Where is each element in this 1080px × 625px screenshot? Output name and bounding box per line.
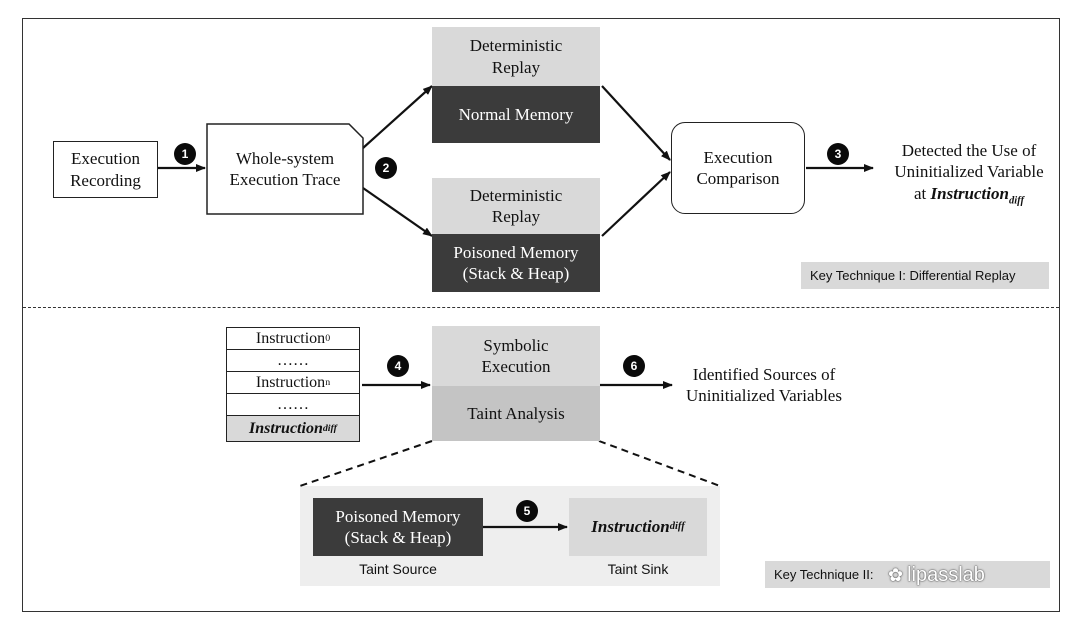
result-instruction: Instruction: [930, 183, 1009, 203]
zoom-line-left: [299, 440, 433, 487]
execution-comparison-box: Execution Comparison: [671, 122, 805, 214]
result-instruction-sub: diff: [1008, 194, 1024, 206]
instruction-row-2-text: Instruction: [255, 373, 326, 391]
replay-2-line-2: Replay: [491, 207, 541, 226]
instruction-row-0-text: Instruction: [255, 329, 326, 347]
watermark: ✿ lipasslab: [888, 560, 1048, 590]
symbolic-line-2: Execution: [481, 357, 551, 376]
taint-source-label: Taint Source: [359, 561, 437, 577]
instruction-row-3-text: ……: [277, 395, 309, 413]
result-prefix: at: [914, 183, 931, 203]
replay-2-header: Deterministic Replay: [432, 178, 600, 234]
taint-source-box: Poisoned Memory (Stack & Heap): [313, 498, 483, 556]
result-line-1: Detected the Use of: [901, 141, 1037, 160]
symbolic-execution-box: Symbolic Execution: [432, 326, 600, 386]
poisoned-memory-line-2: (Stack & Heap): [462, 264, 570, 283]
instruction-diff-sub: diff: [322, 423, 337, 434]
poisoned-memory-line-1: Poisoned Memory: [453, 242, 579, 262]
key-technique-2-caption: Key Technique II:: [765, 561, 1050, 588]
arrow-replay2-to-comparison: [601, 171, 671, 237]
comparison-line-2: Comparison: [696, 169, 780, 188]
zoom-line-right: [598, 440, 721, 487]
key-technique-1-caption: Key Technique I: Differential Replay: [801, 262, 1049, 289]
execution-trace-box: [206, 123, 364, 215]
instruction-row-0-sub: 0: [325, 333, 331, 344]
step-1-badge: 1: [174, 143, 196, 165]
taint-analysis-box: Taint Analysis: [432, 386, 600, 441]
arrow-trace-to-replay1: [362, 85, 433, 149]
diagram-frame: [22, 18, 1060, 612]
replay-1-header: Deterministic Replay: [432, 27, 600, 86]
normal-memory-label: Normal Memory: [458, 104, 574, 124]
trace-line-2: Execution Trace: [229, 170, 341, 189]
step-4-badge: 4: [387, 355, 409, 377]
comparison-line-1: Execution: [703, 147, 773, 167]
result-line-3: at Instructiondiff: [872, 183, 1066, 208]
identified-line-1: Identified Sources of: [692, 365, 836, 384]
instruction-row-1-text: ……: [277, 351, 309, 369]
instruction-diff-text: Instruction: [249, 419, 323, 437]
symbolic-line-1: Symbolic: [483, 335, 549, 355]
result-line-2: Uninitialized Variable: [894, 162, 1044, 182]
taint-analysis-label: Taint Analysis: [467, 403, 565, 423]
execution-recording-box: Execution Recording: [53, 141, 158, 198]
step-2-badge: 2: [375, 157, 397, 179]
recording-line-1: Execution: [71, 149, 140, 169]
identified-line-2: Uninitialized Variables: [686, 386, 842, 406]
taint-source-line-2: (Stack & Heap): [344, 528, 452, 547]
poisoned-memory-box: Poisoned Memory (Stack & Heap): [432, 234, 600, 292]
step-3-badge: 3: [827, 143, 849, 165]
caption-2-text: Key Technique II:: [774, 567, 874, 582]
instruction-row-3: ……: [227, 394, 359, 416]
normal-memory-box: Normal Memory: [432, 86, 600, 143]
identified-sources-text: Identified Sources of Uninitialized Vari…: [664, 364, 864, 407]
instruction-row-2-sub: n: [325, 377, 331, 388]
execution-trace-label: Whole-system Execution Trace: [206, 123, 364, 215]
step-5-badge: 5: [516, 500, 538, 522]
wechat-icon: ✿: [888, 564, 904, 585]
instruction-row-1: ……: [227, 350, 359, 372]
caption-1-text: Key Technique I: Differential Replay: [810, 268, 1016, 283]
arrow-trace-to-replay2: [362, 187, 433, 237]
replay-2-line-1: Deterministic: [469, 185, 563, 205]
step-6-badge: 6: [623, 355, 645, 377]
taint-sink-sub: diff: [669, 521, 685, 533]
recording-line-2: Recording: [70, 170, 141, 190]
replay-1-line-1: Deterministic: [469, 36, 563, 56]
arrow-replay1-to-comparison: [601, 85, 671, 161]
detected-result-text: Detected the Use of Uninitialized Variab…: [872, 140, 1066, 207]
section-divider: [23, 307, 1059, 308]
replay-1-line-2: Replay: [491, 57, 541, 77]
taint-sink-text: Instruction: [591, 517, 670, 537]
trace-line-1: Whole-system: [235, 148, 335, 168]
taint-sink-label: Taint Sink: [607, 561, 669, 577]
taint-source-line-1: Poisoned Memory: [335, 506, 461, 526]
watermark-text: lipasslab: [907, 563, 985, 586]
